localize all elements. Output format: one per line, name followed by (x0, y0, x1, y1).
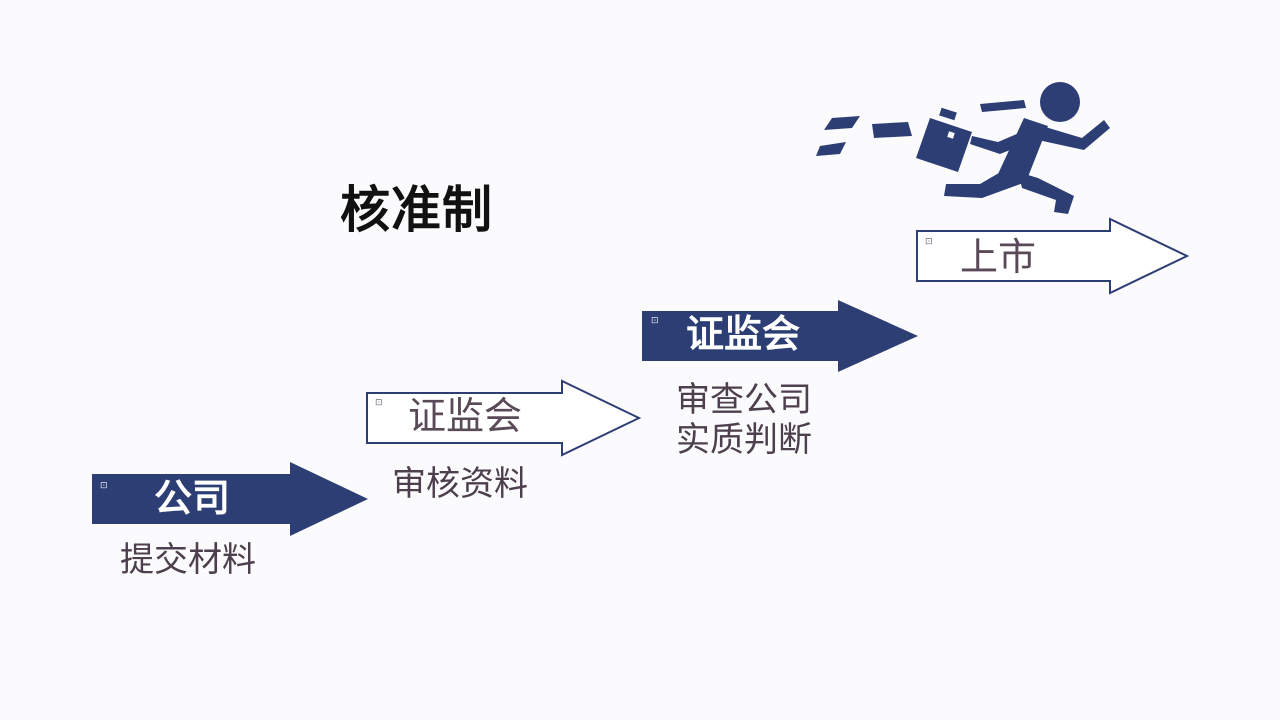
arrow-filled-shape (92, 462, 368, 536)
step-caption: 审核资料 (392, 464, 528, 504)
slide-icon: ⊡ (651, 316, 659, 326)
step-label: 证监会 (686, 312, 801, 356)
slide-icon: ⊡ (925, 237, 933, 247)
slide-icon: ⊡ (375, 398, 383, 408)
slide-icon: ⊡ (100, 481, 108, 491)
step-label: 证监会 (408, 394, 523, 438)
running-businessman-icon (816, 82, 1110, 214)
arrow-outline-shape (916, 217, 1190, 295)
step-caption: 提交材料 (120, 540, 256, 580)
caption-line: 实质判断 (676, 420, 812, 461)
step-label: 公司 (154, 476, 231, 520)
caption-line: 审查公司 (676, 380, 812, 420)
step-listing: ⊡ 上市 (916, 217, 1190, 295)
arrow-outline-shape (366, 379, 642, 457)
step-csrc-review: ⊡ 证监会 (366, 379, 642, 457)
arrow-filled-shape (642, 300, 918, 372)
step-label: 上市 (960, 235, 1037, 279)
step-csrc-judgement: ⊡ 证监会 (642, 300, 918, 372)
diagram-title: 核准制 (340, 180, 493, 239)
step-caption-multiline: 审查公司 实质判断 (676, 380, 812, 460)
step-company: ⊡ 公司 (92, 462, 368, 536)
